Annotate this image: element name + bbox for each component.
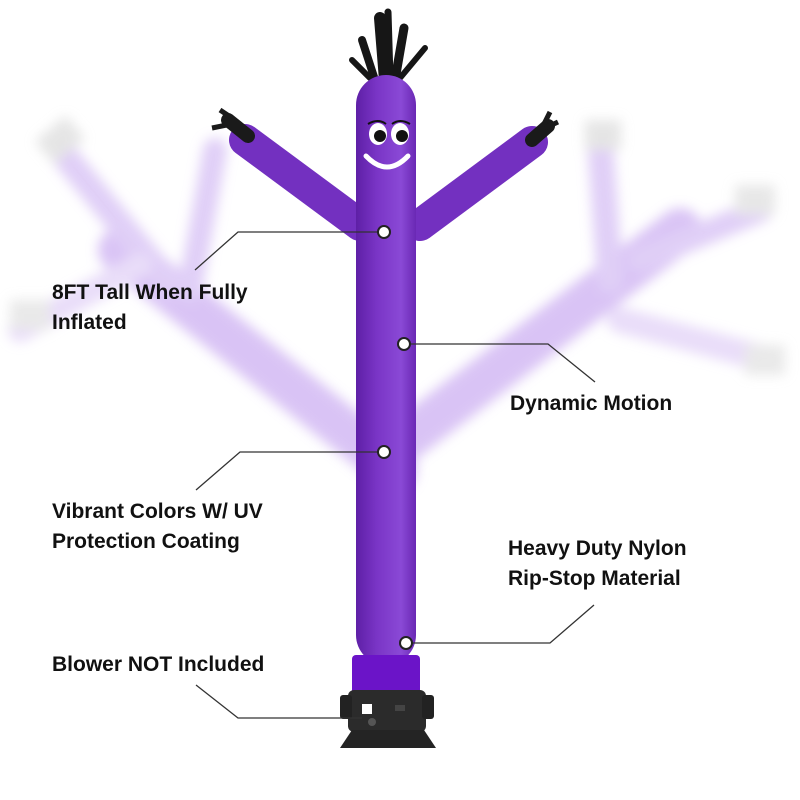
callout-blower-line1: Blower NOT Included [52,653,265,676]
marker-material [399,636,413,650]
callout-motion: Dynamic Motion [510,389,672,419]
callout-tall: 8FT Tall When Fully Inflated [52,278,248,338]
marker-motion [397,337,411,351]
motion-blur-ghost-left [8,115,417,492]
tube-body [356,75,416,665]
tube-face [363,120,411,170]
callout-colors: Vibrant Colors W/ UV Protection Coating [52,497,263,557]
callout-leader-lines [194,231,596,719]
leader-tall [194,231,384,271]
tube-arm-left [211,107,376,241]
leader-blower [195,684,362,719]
callout-motion-line1: Dynamic Motion [510,392,673,415]
callout-material: Heavy Duty Nylon Rip-Stop Material [508,534,687,594]
leader-material [406,604,595,644]
callout-tall-line1: 8FT Tall When Fully [52,281,248,304]
callout-blower: Blower NOT Included [52,650,264,680]
blower-base [340,690,436,748]
marker-colors [377,445,391,459]
callout-material-line2: Rip-Stop Material [508,567,681,590]
leader-motion [404,343,596,383]
tube-hair-tassels [349,8,428,86]
tube-collar [352,655,420,695]
tube-arm-right [404,110,560,241]
callout-tall-line2: Inflated [52,311,127,334]
leader-colors [195,451,384,491]
callout-markers [377,225,413,650]
callout-material-line1: Heavy Duty Nylon [508,537,687,560]
motion-blur-ghost-right [383,120,785,462]
callout-colors-line2: Protection Coating [52,530,240,553]
marker-tall [377,225,391,239]
callout-colors-line1: Vibrant Colors W/ UV [52,500,263,523]
